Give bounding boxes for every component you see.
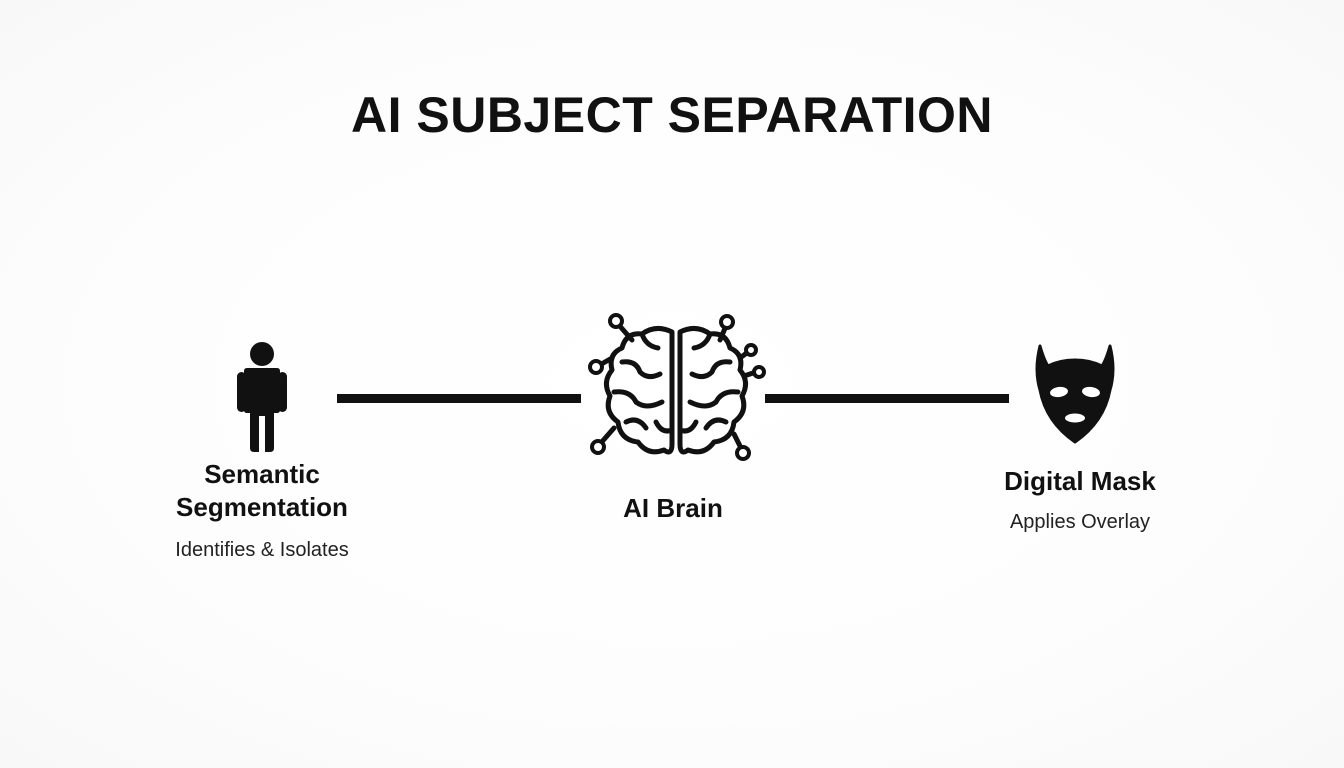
mask-label: Digital Mask: [1004, 466, 1156, 496]
connector-line-left: [337, 394, 581, 403]
segmentation-label: Semantic Segmentation: [122, 458, 402, 524]
brain-label: AI Brain: [623, 493, 723, 523]
brain-circuit-icon: [588, 313, 766, 461]
segmentation-sublabel: Identifies & Isolates: [175, 539, 349, 561]
segmentation-label-line2: Segmentation: [176, 492, 348, 522]
segmentation-label-line1: Semantic: [204, 459, 320, 489]
person-icon: [237, 342, 287, 452]
diagram-title: AI SUBJECT SEPARATION: [350, 87, 994, 143]
mask-sublabel: Applies Overlay: [1009, 511, 1151, 533]
mask-icon: [1035, 344, 1115, 444]
connector-line-right: [765, 394, 1009, 403]
